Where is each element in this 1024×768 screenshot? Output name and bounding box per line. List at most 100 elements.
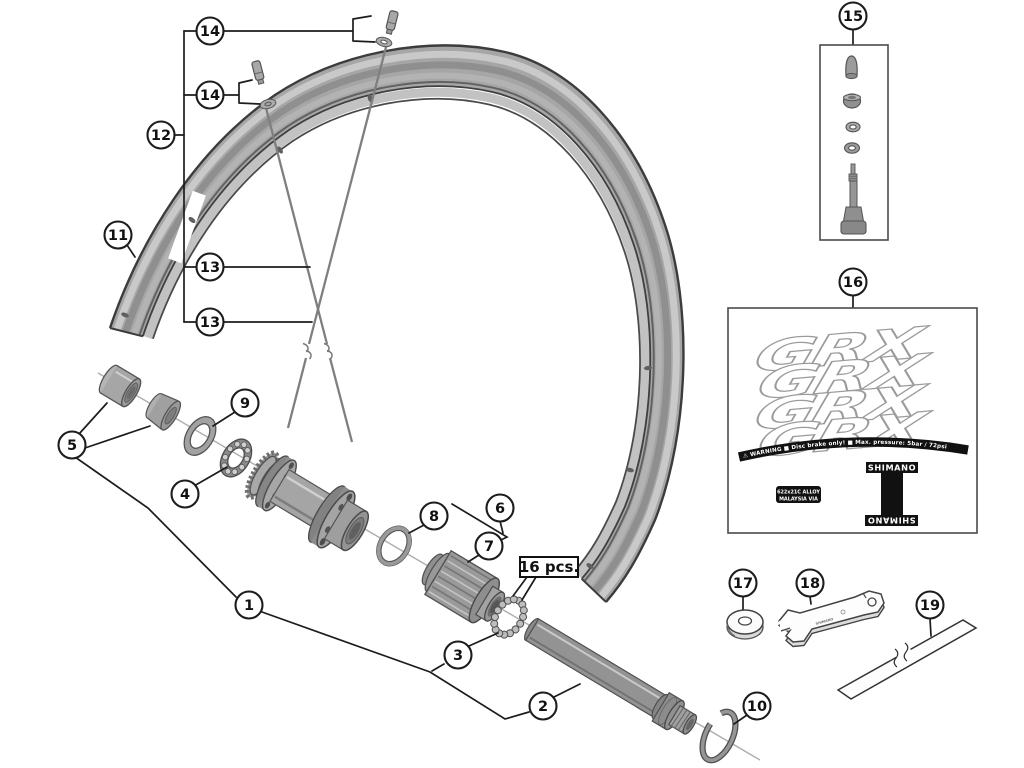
svg-text:8: 8 (429, 509, 439, 525)
svg-text:9: 9 (240, 396, 250, 412)
spoke-1 (264, 107, 329, 345)
callout-14a: 14 (195, 16, 225, 46)
callout-18: 18 (795, 568, 825, 598)
shimano-logo-top: SHIMANO (868, 463, 916, 473)
svg-text:14: 14 (200, 24, 220, 40)
freehub-body (421, 549, 506, 624)
rim-outer-edge (108, 44, 685, 603)
alloy-label-line2: MALAYSIA VIA (779, 497, 818, 503)
spoke-nipple-a (385, 10, 399, 35)
valve-nut (842, 93, 862, 109)
decal-sheet-box: GRX GRX GRX GRX ⚠ WARNING ■ Disc brake o… (727, 307, 978, 534)
rim-end-cap-left (109, 327, 144, 338)
rim-break-gap (168, 190, 206, 264)
callout-5: 5 (57, 430, 87, 460)
svg-text:16 pcs.: 16 pcs. (519, 558, 579, 576)
svg-text:4: 4 (180, 487, 190, 503)
rim-groove (138, 80, 655, 582)
callout-9: 9 (230, 388, 260, 418)
svg-text:2: 2 (538, 699, 548, 715)
seal-ring (183, 416, 217, 456)
hub-bearing (219, 438, 253, 478)
alloy-label-line1: 622x21C ALLOY (777, 490, 820, 496)
callout-12: 12 (146, 120, 176, 150)
spoke-washer-a (375, 36, 393, 48)
svg-text:7: 7 (484, 539, 494, 555)
shimano-decal: SHIMANO SHIMANO (865, 462, 918, 526)
spoke-1-lower (328, 357, 354, 443)
rim-inner-edge (141, 85, 652, 580)
callout-7: 7 (474, 531, 504, 561)
callout-16: 16 (838, 267, 868, 297)
spoke-2 (307, 46, 388, 345)
callout-14b: 14 (195, 80, 225, 110)
wrench-hole (867, 597, 877, 607)
callout-2: 2 (528, 691, 558, 721)
ball-retainer (490, 595, 528, 639)
callout-4: 4 (170, 479, 200, 509)
valve-washer-1 (845, 121, 861, 133)
callout-13b: 13 (195, 307, 225, 337)
rim-end-cap-right (581, 578, 607, 603)
hub-shell (244, 450, 370, 552)
freehub-splines (428, 554, 494, 619)
svg-text:13: 13 (200, 315, 220, 331)
rim-inner-wall-edge (152, 97, 641, 573)
callout-15: 15 (838, 1, 868, 31)
callout-13a: 13 (195, 252, 225, 282)
quantity-note: 16 pcs. (519, 556, 579, 578)
svg-text:1: 1 (244, 598, 254, 614)
callout-10: 10 (742, 691, 772, 721)
svg-text:10: 10 (747, 699, 767, 715)
valve-parts-box (819, 44, 889, 241)
svg-text:14: 14 (200, 88, 220, 104)
spoke-2-lower (286, 357, 308, 429)
leader-lines (74, 15, 932, 725)
hub-cone-spacer (145, 392, 182, 431)
rim-highlight (113, 50, 680, 600)
svg-text:6: 6 (495, 501, 505, 517)
callout-8: 8 (419, 501, 449, 531)
svg-text:19: 19 (920, 598, 940, 614)
rim-bed (131, 72, 662, 587)
rim-arc (108, 44, 685, 603)
axle (524, 618, 698, 735)
svg-text:18: 18 (800, 576, 820, 592)
svg-text:13: 13 (200, 260, 220, 276)
callout-6: 6 (485, 493, 515, 523)
alloy-label-decal: 622x21C ALLOY MALAYSIA VIA (776, 486, 821, 503)
spokes (251, 10, 399, 443)
valve-cap (845, 55, 858, 77)
spoke-wrench: SHIMANO (777, 590, 885, 648)
callout-1: 1 (234, 590, 264, 620)
wrench-engraving: SHIMANO (815, 617, 834, 626)
spoke-break-symbols (301, 342, 335, 360)
snap-ring (699, 708, 739, 764)
callouts: 1 2 3 4 5 6 7 8 9 10 11 12 13 13 14 14 1… (57, 1, 945, 721)
rim-tape-strip (836, 619, 978, 700)
callout-17: 17 (728, 568, 758, 598)
callout-11: 11 (103, 220, 133, 250)
svg-text:5: 5 (67, 438, 77, 454)
spoke-washer-b (259, 98, 277, 110)
valve-washer-2 (843, 142, 861, 154)
bearing-balls (221, 440, 251, 476)
spoke-nipple-b (251, 60, 265, 85)
shimano-logo-bottom: SHIMANO (867, 515, 915, 525)
svg-text:15: 15 (843, 9, 863, 25)
svg-text:16: 16 (843, 275, 863, 291)
svg-text:11: 11 (108, 228, 128, 244)
valve-stem (840, 163, 867, 235)
callout-19: 19 (915, 590, 945, 620)
rim-inner-wall (143, 87, 650, 579)
cap-tool (726, 609, 764, 640)
callout-3: 3 (443, 640, 473, 670)
o-ring (376, 525, 412, 567)
svg-text:3: 3 (453, 648, 463, 664)
rim-shade (122, 61, 672, 594)
hub-end-cap (98, 364, 142, 408)
svg-text:17: 17 (733, 576, 753, 592)
grx-logos: GRX GRX GRX GRX (748, 317, 936, 468)
